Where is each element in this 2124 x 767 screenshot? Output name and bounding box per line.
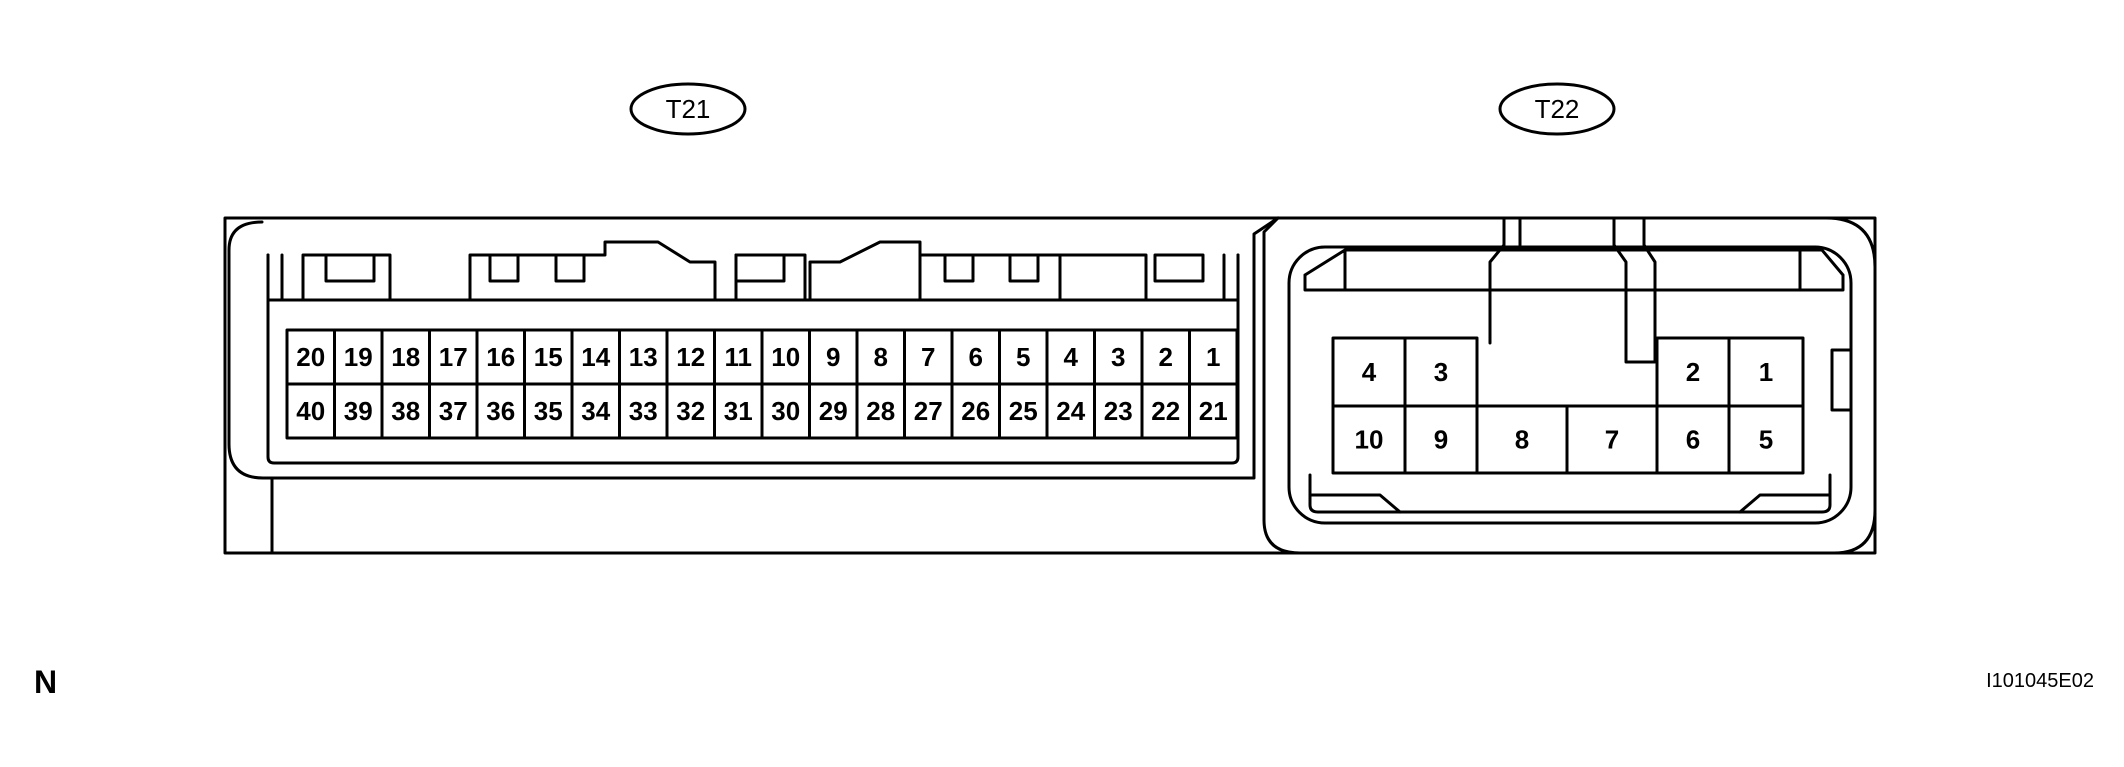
t21-pin: 27 xyxy=(914,396,943,426)
t21-body-outline xyxy=(227,216,1280,480)
t21-pin: 35 xyxy=(534,396,563,426)
t21-pin: 37 xyxy=(439,396,468,426)
t21-slot xyxy=(324,253,376,283)
t21-pin: 3 xyxy=(1111,342,1125,372)
t21-pin: 9 xyxy=(826,342,840,372)
corner-letter: N xyxy=(34,664,58,700)
t21-pin: 23 xyxy=(1104,396,1133,426)
t21-pin: 32 xyxy=(676,396,705,426)
t21-pin: 4 xyxy=(1064,342,1079,372)
t21-pin: 22 xyxy=(1151,396,1180,426)
t21-pin: 28 xyxy=(866,396,895,426)
t21-pin: 25 xyxy=(1009,396,1038,426)
t21-pin: 17 xyxy=(439,342,468,372)
t21-cell-grid xyxy=(285,328,1239,440)
t21-pin: 19 xyxy=(344,342,373,372)
t22-lower-frame xyxy=(1308,473,1832,514)
t21-pin: 38 xyxy=(391,396,420,426)
t21-pin: 2 xyxy=(1159,342,1173,372)
t21-pin: 12 xyxy=(676,342,705,372)
t21-slot xyxy=(488,253,520,283)
t21-pin: 11 xyxy=(725,342,753,372)
figure-code: I101045E02 xyxy=(1986,670,2094,692)
t22-label-ellipse xyxy=(1498,82,1616,136)
t21-label: T21 xyxy=(666,94,711,124)
t21-pin: 1 xyxy=(1206,342,1220,372)
t21-pin: 31 xyxy=(724,396,753,426)
t21-pin: 18 xyxy=(391,342,420,372)
t22-pin: 7 xyxy=(1605,425,1619,455)
t21-pin: 10 xyxy=(771,342,800,372)
t22-pin: 2 xyxy=(1686,357,1700,387)
t21-pin: 29 xyxy=(819,396,848,426)
t22-pin: 9 xyxy=(1434,425,1448,455)
t22-pin-cell xyxy=(1727,404,1805,475)
t21-pin: 8 xyxy=(874,342,888,372)
t21-label-ellipse xyxy=(629,82,747,136)
t22-body-outline xyxy=(1262,216,1877,555)
t21-pin: 5 xyxy=(1016,342,1030,372)
t21-pin: 16 xyxy=(486,342,515,372)
t22-cell-grid xyxy=(1331,336,1805,475)
t21-slot xyxy=(943,253,975,283)
t22-pin: 8 xyxy=(1515,425,1529,455)
t21-pin: 34 xyxy=(581,396,610,426)
t21-pin: 13 xyxy=(629,342,658,372)
t21-pin: 7 xyxy=(921,342,935,372)
t22-pin: 4 xyxy=(1362,357,1377,387)
t22-pin: 5 xyxy=(1759,425,1773,455)
t21-pin: 14 xyxy=(581,342,610,372)
t21-slot xyxy=(734,253,786,283)
t22-side-notch xyxy=(1830,348,1853,412)
t21-pin: 21 xyxy=(1199,396,1228,426)
t22-keying-posts xyxy=(1488,216,1657,364)
t21-pin: 6 xyxy=(969,342,983,372)
t21-slot xyxy=(1008,253,1040,283)
t21-pin: 33 xyxy=(629,396,658,426)
t21-pin: 39 xyxy=(344,396,373,426)
t21-keying-strip xyxy=(266,253,1240,302)
t21-pin: 30 xyxy=(771,396,800,426)
t21-pin: 26 xyxy=(961,396,990,426)
t21-inner-frame xyxy=(266,253,1240,465)
t22-pin: 3 xyxy=(1434,357,1448,387)
t21-pin: 15 xyxy=(534,342,563,372)
t22-pin: 1 xyxy=(1759,357,1773,387)
t22-pin: 10 xyxy=(1355,425,1384,455)
t22-pin: 6 xyxy=(1686,425,1700,455)
t21-slot xyxy=(554,253,586,283)
t21-lock-profile xyxy=(301,240,1148,302)
t21-slot xyxy=(1153,253,1205,283)
t21-pin: 36 xyxy=(486,396,515,426)
t21-pin: 20 xyxy=(296,342,325,372)
t22-label: T22 xyxy=(1535,94,1580,124)
t22-upper-rails xyxy=(1303,248,1845,292)
t21-pin: 40 xyxy=(296,396,325,426)
t21-pin: 24 xyxy=(1056,396,1085,426)
t22-pin-labels: 4 3 2 1 10 9 8 7 6 5 xyxy=(1355,357,1774,455)
